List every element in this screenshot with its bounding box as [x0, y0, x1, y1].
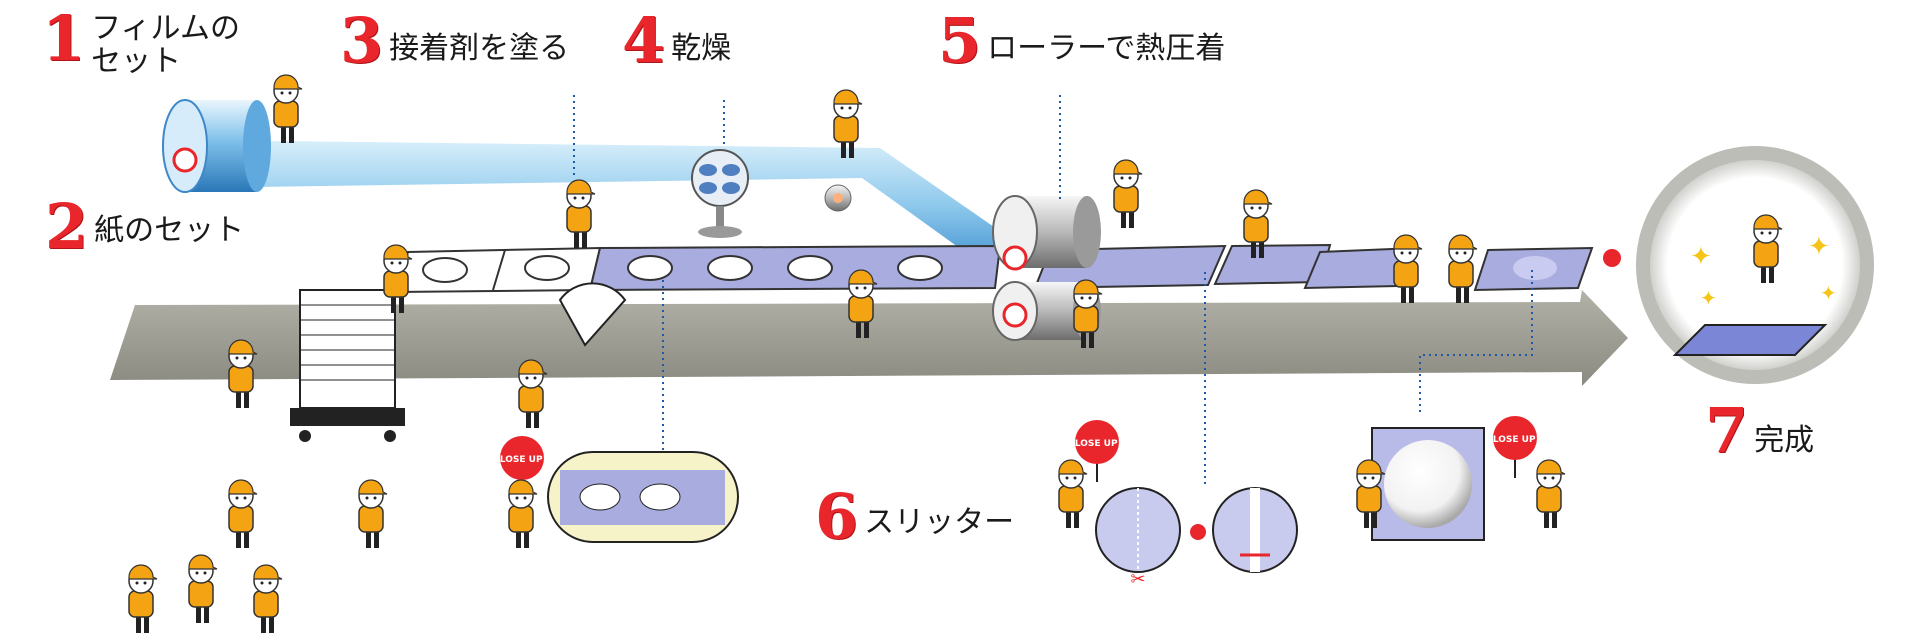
worker-figure — [358, 479, 388, 548]
svg-text:✂: ✂ — [1130, 569, 1145, 590]
paper-strip-glued — [588, 244, 1002, 292]
leader-lines — [573, 95, 1533, 488]
worker-figure — [273, 74, 303, 143]
closeup-slitter-after — [1212, 487, 1298, 573]
worker-figure — [1753, 214, 1783, 283]
closeup-glued-paper — [547, 451, 739, 543]
worker-figure — [848, 269, 878, 338]
step-7-text: 完成 — [1754, 423, 1815, 458]
worker-figure — [833, 89, 863, 158]
workers-layer — [128, 74, 1783, 633]
step-6-text: スリッター — [864, 505, 1015, 540]
step-6-number: 6 — [815, 480, 859, 553]
worker-figure — [1393, 234, 1423, 303]
closeup-slitter-before: ✂ — [1095, 487, 1181, 590]
step-7-number: 7 — [1705, 394, 1749, 467]
step-4-number: 4 — [622, 4, 666, 77]
step-1-label: 1 フィルムの セット — [42, 2, 240, 79]
step-3-label: 3 接着剤を塗る — [340, 10, 569, 72]
worker-figure — [1536, 459, 1566, 528]
worker-figure — [1243, 189, 1273, 258]
close-up-sign-text: CLOSE UP!! — [493, 455, 551, 465]
step-6-label: 6 スリッター — [815, 486, 1014, 548]
close-up-sign-3: CLOSE UP!! — [1486, 416, 1544, 478]
worker-figure — [128, 564, 158, 633]
worker-figure — [188, 554, 218, 623]
step-5-text: ローラーで熱圧着 — [987, 31, 1226, 66]
step-3-text: 接着剤を塗る — [389, 31, 570, 66]
film-strip-upper — [185, 140, 1010, 270]
worker-figure — [253, 564, 283, 633]
closeup-finished-sheet — [1371, 427, 1485, 541]
drying-fan-icon — [691, 149, 749, 238]
step-4-text: 乾燥 — [671, 31, 732, 66]
step-2-label: 2 紙のセット — [45, 196, 244, 258]
step-5-label: 5 ローラーで熱圧着 — [938, 10, 1225, 72]
worker-figure — [383, 244, 413, 313]
step-2-number: 2 — [45, 190, 89, 263]
step-7-label: 7 完成 — [1705, 400, 1814, 462]
film-roll — [162, 99, 271, 193]
step-2-text: 紙のセット — [94, 213, 245, 248]
worker-figure — [1073, 279, 1103, 348]
worker-figure — [518, 359, 548, 428]
guide-roller — [824, 184, 852, 212]
completion-badge: ✦ ✦ ✦ ✦ — [1636, 146, 1874, 384]
worker-figure — [1113, 159, 1143, 228]
worker-figure — [1448, 234, 1478, 303]
svg-text:✦: ✦ — [1690, 242, 1712, 272]
laminated-sheets — [1033, 243, 1594, 292]
worker-figure — [1058, 459, 1088, 528]
svg-text:✦: ✦ — [1820, 281, 1837, 305]
worker-figure — [508, 479, 538, 548]
worker-figure — [228, 339, 258, 408]
close-up-sign-2: CLOSE UP!! — [1068, 420, 1126, 482]
step-4-label: 4 乾燥 — [622, 10, 731, 72]
worker-figure — [566, 179, 596, 248]
step-5-number: 5 — [938, 4, 982, 77]
paper-strip-plain — [393, 246, 602, 294]
step-1-number: 1 — [42, 2, 86, 75]
step-3-number: 3 — [340, 4, 384, 77]
close-up-sign-text: CLOSE UP!! — [1486, 435, 1544, 445]
paper-stack-cart — [290, 289, 405, 442]
worker-figure — [1356, 459, 1386, 528]
step-1-text: フィルムの セット — [91, 11, 240, 79]
close-up-sign-text: CLOSE UP!! — [1068, 439, 1126, 449]
svg-text:✦: ✦ — [1808, 232, 1830, 262]
svg-text:✦: ✦ — [1700, 286, 1717, 310]
hand-fan-icon — [558, 282, 627, 347]
worker-figure — [228, 479, 258, 548]
